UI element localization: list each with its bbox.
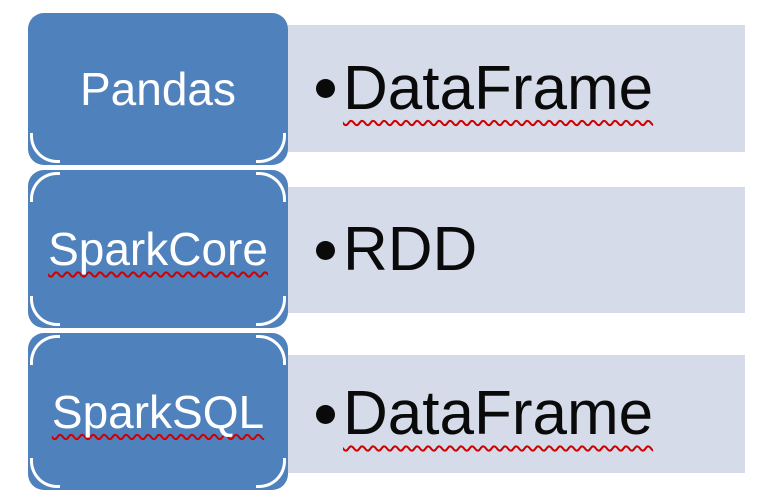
corner-highlight-arc: [256, 335, 286, 365]
box-label-sparksql: SparkSQL: [51, 385, 265, 438]
bar-label-row-1: DataFrame: [343, 53, 654, 123]
corner-highlight-arc: [256, 296, 286, 326]
box-sparksql[interactable]: SparkSQL: [28, 333, 288, 490]
corner-highlight-arc: [30, 335, 60, 365]
bar-row-1[interactable]: DataFrame: [288, 25, 745, 152]
bar-label-row-3: DataFrame: [343, 379, 654, 448]
bullet-icon: [316, 404, 335, 424]
corner-highlight-arc: [30, 458, 60, 488]
box-label-pandas: Pandas: [79, 63, 236, 115]
box-label-sparkcore: SparkCore: [48, 223, 268, 275]
corner-highlight-arc: [256, 172, 286, 202]
corner-highlight-arc: [256, 133, 286, 163]
bar-row-3[interactable]: DataFrame: [288, 355, 745, 473]
corner-highlight-arc: [30, 172, 60, 202]
box-pandas[interactable]: Pandas: [28, 13, 288, 165]
box-sparkcore[interactable]: SparkCore: [28, 170, 288, 328]
bar-row-2[interactable]: RDD: [288, 187, 745, 313]
corner-highlight-arc: [30, 296, 60, 326]
corner-highlight-arc: [256, 458, 286, 488]
bullet-icon: [316, 240, 335, 260]
bullet-icon: [316, 79, 335, 98]
bar-label-row-2: RDD: [343, 215, 478, 284]
corner-highlight-arc: [30, 133, 60, 163]
